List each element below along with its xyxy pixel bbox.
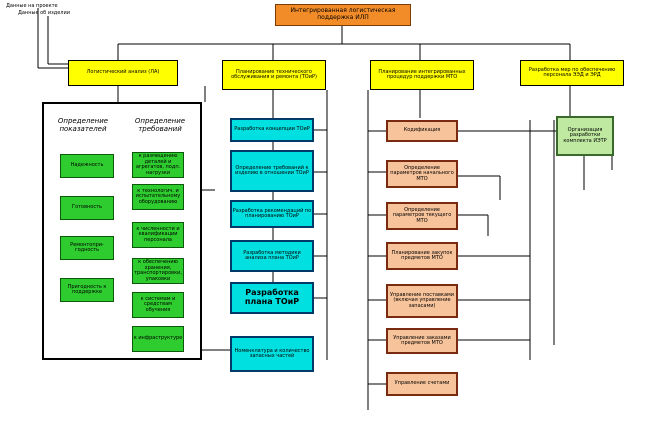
la-box: Логистический анализ (ЛА)	[68, 60, 178, 86]
green-req-equipment: к технологич. и испытательному оборудова…	[132, 184, 184, 210]
green-reliability: Надежность	[60, 154, 114, 178]
note-project-data: Данные на проекте	[6, 3, 58, 9]
cyan-toir-concept: Разработка концепции ТОиР	[230, 118, 314, 142]
green-req-infrastructure: к инфраструктуре	[132, 326, 184, 352]
peach-initial-mto: Определение параметров начального МТО	[386, 160, 458, 188]
ipp-box: Планирование интегрированных процедур по…	[370, 60, 474, 90]
green-req-staff: к численности и квалификации персонала	[132, 222, 184, 248]
cyan-toir-requirements: Определение требований к изделию в отнош…	[230, 150, 314, 192]
green-req-placement: к размещению деталей и агрегатов, подп. …	[132, 152, 184, 178]
personnel-box: Разработка мер по обеспечению персонала …	[520, 60, 624, 86]
green-req-storage: к обеспечению хранения, транспортировки,…	[132, 258, 184, 284]
peach-supply-management: Управление поставками (включая управлени…	[386, 284, 458, 318]
top-box-ilp: Интегрированная логистическая поддержка …	[275, 4, 411, 26]
staff-ietr-box: Организация разработки комплекта ИЭТР	[556, 116, 614, 156]
green-availability: Готовность	[60, 196, 114, 220]
peach-order-management: Управление заказами предметов МТО	[386, 328, 458, 354]
toir-box: Планирование технического обслуживания и…	[222, 60, 326, 90]
panel-head-indicators: Определение показателей	[57, 117, 109, 133]
cyan-spare-parts: Номенклатура и количество запасных часте…	[230, 336, 314, 372]
cyan-toir-method: Разработка методики анализа плана ТОиР	[230, 240, 314, 272]
peach-accounts: Управление счетами	[386, 372, 458, 396]
cyan-toir-recommendations: Разработка рекомендаций по планированию …	[230, 200, 314, 228]
cyan-toir-plan: Разработка плана ТОиР	[230, 282, 314, 314]
green-maintainability: Ремонтопри-годность	[60, 236, 114, 260]
peach-purchase-plan: Планирование закупок предметов МТО	[386, 242, 458, 270]
green-req-training: к системам и средствам обучения	[132, 292, 184, 318]
peach-current-mto: Определение параметров текущего МТО	[386, 202, 458, 230]
peach-codification: Кодификация	[386, 120, 458, 142]
panel-head-requirements: Определение требований	[134, 117, 186, 133]
note-product-data: Данные об изделии	[18, 10, 70, 16]
green-supportability: Пригодность к поддержке	[60, 278, 114, 302]
